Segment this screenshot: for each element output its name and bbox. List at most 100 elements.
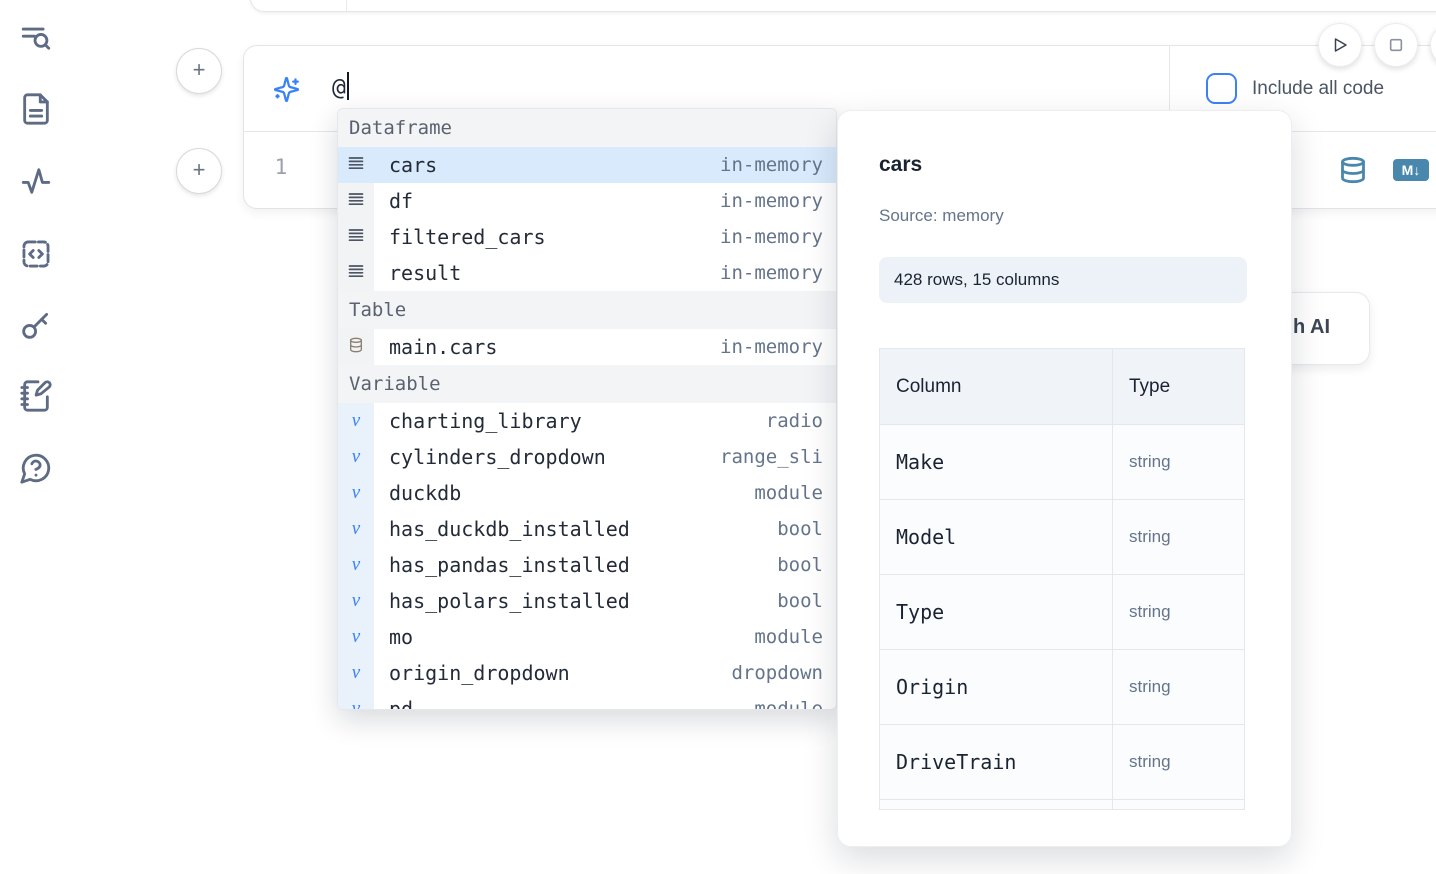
item-icon-gutter (338, 255, 374, 291)
item-icon-gutter: v (338, 403, 374, 439)
include-all-code-option: Include all code (1170, 46, 1436, 131)
item-name: cars (389, 153, 438, 177)
stop-cell-button[interactable] (1374, 23, 1418, 67)
column-name: Make (896, 450, 945, 474)
database-icon[interactable] (1339, 156, 1367, 184)
type-header: Type (1129, 375, 1171, 397)
autocomplete-section-header: Dataframe (338, 109, 836, 147)
item-type: in-memory (720, 190, 823, 212)
key-icon[interactable] (19, 308, 53, 342)
add-cell-button[interactable]: + (176, 48, 222, 94)
item-type: in-memory (720, 154, 823, 176)
add-cell-button[interactable]: + (176, 148, 222, 194)
play-icon (1334, 38, 1347, 52)
autocomplete-item-cars[interactable]: cars in-memory (338, 147, 836, 183)
item-type: dropdown (731, 662, 823, 684)
text-cursor (346, 72, 349, 100)
item-name: cylinders_dropdown (389, 445, 606, 469)
snippets-code-icon[interactable] (19, 237, 53, 271)
preview-source: Source: memory (879, 206, 1004, 225)
item-type: bool (777, 518, 823, 540)
schema-row (880, 799, 1244, 809)
database-icon (348, 337, 364, 357)
variable-icon: v (351, 410, 361, 431)
schema-row: Make string (880, 424, 1244, 499)
item-name: result (389, 261, 462, 285)
dataframe-preview-panel: cars Source: memory 428 rows, 15 columns… (837, 110, 1292, 847)
item-name: charting_library (389, 409, 582, 433)
column-name: DriveTrain (896, 750, 1017, 774)
stop-icon (1389, 38, 1403, 52)
variable-icon: v (351, 590, 361, 611)
file-text-icon[interactable] (19, 92, 53, 126)
include-all-code-checkbox[interactable] (1206, 73, 1237, 104)
item-name: has_pandas_installed (389, 553, 630, 577)
previous-cell-bottom-edge (250, 0, 1436, 12)
code-editor-row[interactable]: 1 M↓ (244, 132, 1436, 208)
variable-icon: v (351, 482, 361, 503)
ai-prompt-input[interactable]: @ (332, 72, 349, 105)
preview-shape-badge: 428 rows, 15 columns (879, 257, 1247, 303)
scratchpad-notebook-pen-icon[interactable] (19, 379, 53, 413)
autocomplete-item-origin_dropdown[interactable]: v origin_dropdown dropdown (338, 655, 836, 691)
item-type: range_sli (720, 446, 823, 468)
item-type: in-memory (720, 336, 823, 358)
previous-cell-divider (346, 0, 347, 11)
line-number: 1 (274, 155, 288, 179)
sidebar (0, 0, 72, 874)
autocomplete-list: Dataframe cars in-memory df in-memory filtere… (338, 109, 836, 710)
activity-icon[interactable] (19, 164, 53, 198)
run-cell-button[interactable] (1318, 23, 1362, 67)
markdown-icon[interactable]: M↓ (1393, 159, 1429, 181)
column-type: string (1129, 452, 1171, 471)
autocomplete-section-header: Table (338, 291, 836, 329)
item-name: origin_dropdown (389, 661, 570, 685)
item-icon-gutter: v (338, 691, 374, 709)
item-name: mo (389, 625, 414, 649)
autocomplete-popup: Dataframe cars in-memory df in-memory filtere… (337, 108, 837, 710)
help-chat-icon[interactable] (19, 451, 53, 485)
column-type: string (1129, 677, 1171, 696)
rows-icon (348, 155, 364, 175)
item-type: bool (777, 590, 823, 612)
item-type: module (754, 698, 823, 710)
item-icon-gutter: v (338, 475, 374, 511)
include-all-code-label: Include all code (1252, 77, 1385, 99)
column-type: string (1129, 602, 1171, 621)
item-icon-gutter: v (338, 583, 374, 619)
variable-icon: v (351, 554, 361, 575)
item-name: df (389, 189, 414, 213)
item-type: module (754, 626, 823, 648)
item-icon-gutter: v (338, 655, 374, 691)
sparkles-icon (273, 76, 300, 103)
rows-icon (348, 191, 364, 211)
column-type: string (1129, 752, 1171, 771)
item-icon-gutter (338, 329, 374, 365)
item-icon-gutter: v (338, 511, 374, 547)
ai-button-label: h AI (1293, 316, 1331, 338)
item-icon-gutter (338, 183, 374, 219)
schema-row: DriveTrain string (880, 724, 1244, 799)
item-name: filtered_cars (389, 225, 546, 249)
list-search-icon[interactable] (19, 22, 53, 56)
autocomplete-item-df[interactable]: df in-memory (338, 183, 836, 219)
schema-row: Type string (880, 574, 1244, 649)
schema-row: Origin string (880, 649, 1244, 724)
variable-icon: v (351, 662, 361, 683)
column-name: Origin (896, 675, 969, 699)
rows-icon (348, 263, 364, 283)
item-type: module (754, 482, 823, 504)
column-name: Type (896, 600, 945, 624)
